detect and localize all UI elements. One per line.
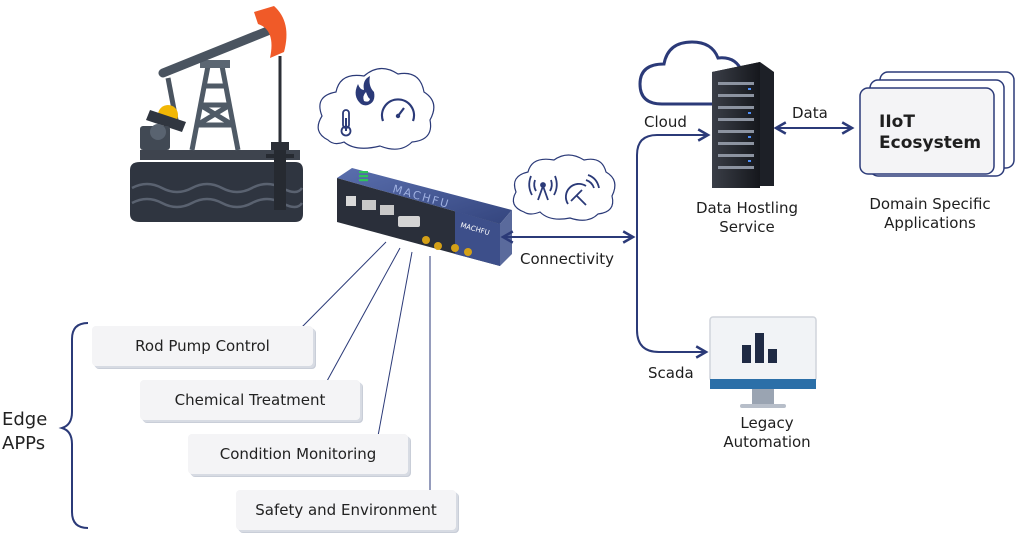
legacy-line1: Legacy xyxy=(740,414,794,432)
data-hosting-label: Data Hostling Service xyxy=(672,199,822,237)
iiot-line1: IIoT xyxy=(879,112,915,132)
edge-line1: Edge xyxy=(2,409,48,430)
app-leader-lines xyxy=(301,241,431,491)
edge-apps-bracket xyxy=(58,322,89,529)
cloud-icon xyxy=(638,40,744,106)
app-safety-environment: Safety and Environment xyxy=(236,490,456,530)
cloud-label: Cloud xyxy=(644,113,687,131)
iiot-card-stack xyxy=(859,71,1015,177)
thermometer-icon xyxy=(340,109,352,137)
monitor-icon xyxy=(709,316,817,408)
legacy-automation-label: Legacy Automation xyxy=(700,414,834,452)
scada-label: Scada xyxy=(648,364,694,382)
antenna-icon xyxy=(528,175,558,201)
bar-chart-icon xyxy=(742,333,777,363)
app-rod-pump-control: Rod Pump Control xyxy=(92,326,313,366)
data-label: Data xyxy=(792,104,828,122)
pump-jack-illustration xyxy=(130,6,304,222)
data-hosting-line2: Service xyxy=(719,218,775,236)
edge-line2: APPs xyxy=(2,433,46,454)
edge-apps-label: Edge APPs xyxy=(2,408,47,456)
gauge-icon xyxy=(380,98,416,122)
connectivity-label: Connectivity xyxy=(520,250,614,268)
server-rack-icon xyxy=(712,62,774,188)
legacy-line2: Automation xyxy=(723,433,811,451)
iiot-line2: Ecosystem xyxy=(879,133,982,153)
flame-icon xyxy=(355,76,375,106)
iiot-ecosystem-title: IIoT Ecosystem xyxy=(879,112,981,154)
domain-line2: Applications xyxy=(884,214,976,232)
edge-gateway-device: MACHFU MACHFU xyxy=(337,168,512,266)
sensor-cloud-bubble xyxy=(317,67,435,150)
app-condition-monitoring: Condition Monitoring xyxy=(188,434,408,474)
domain-specific-label: Domain Specific Applications xyxy=(852,195,1008,233)
connector-lines xyxy=(500,121,855,359)
domain-line1: Domain Specific xyxy=(869,195,991,213)
wireless-cloud-bubble xyxy=(512,154,616,221)
satellite-dish-icon xyxy=(565,174,600,206)
data-hosting-line1: Data Hostling xyxy=(695,199,799,217)
app-chemical-treatment: Chemical Treatment xyxy=(140,380,360,420)
